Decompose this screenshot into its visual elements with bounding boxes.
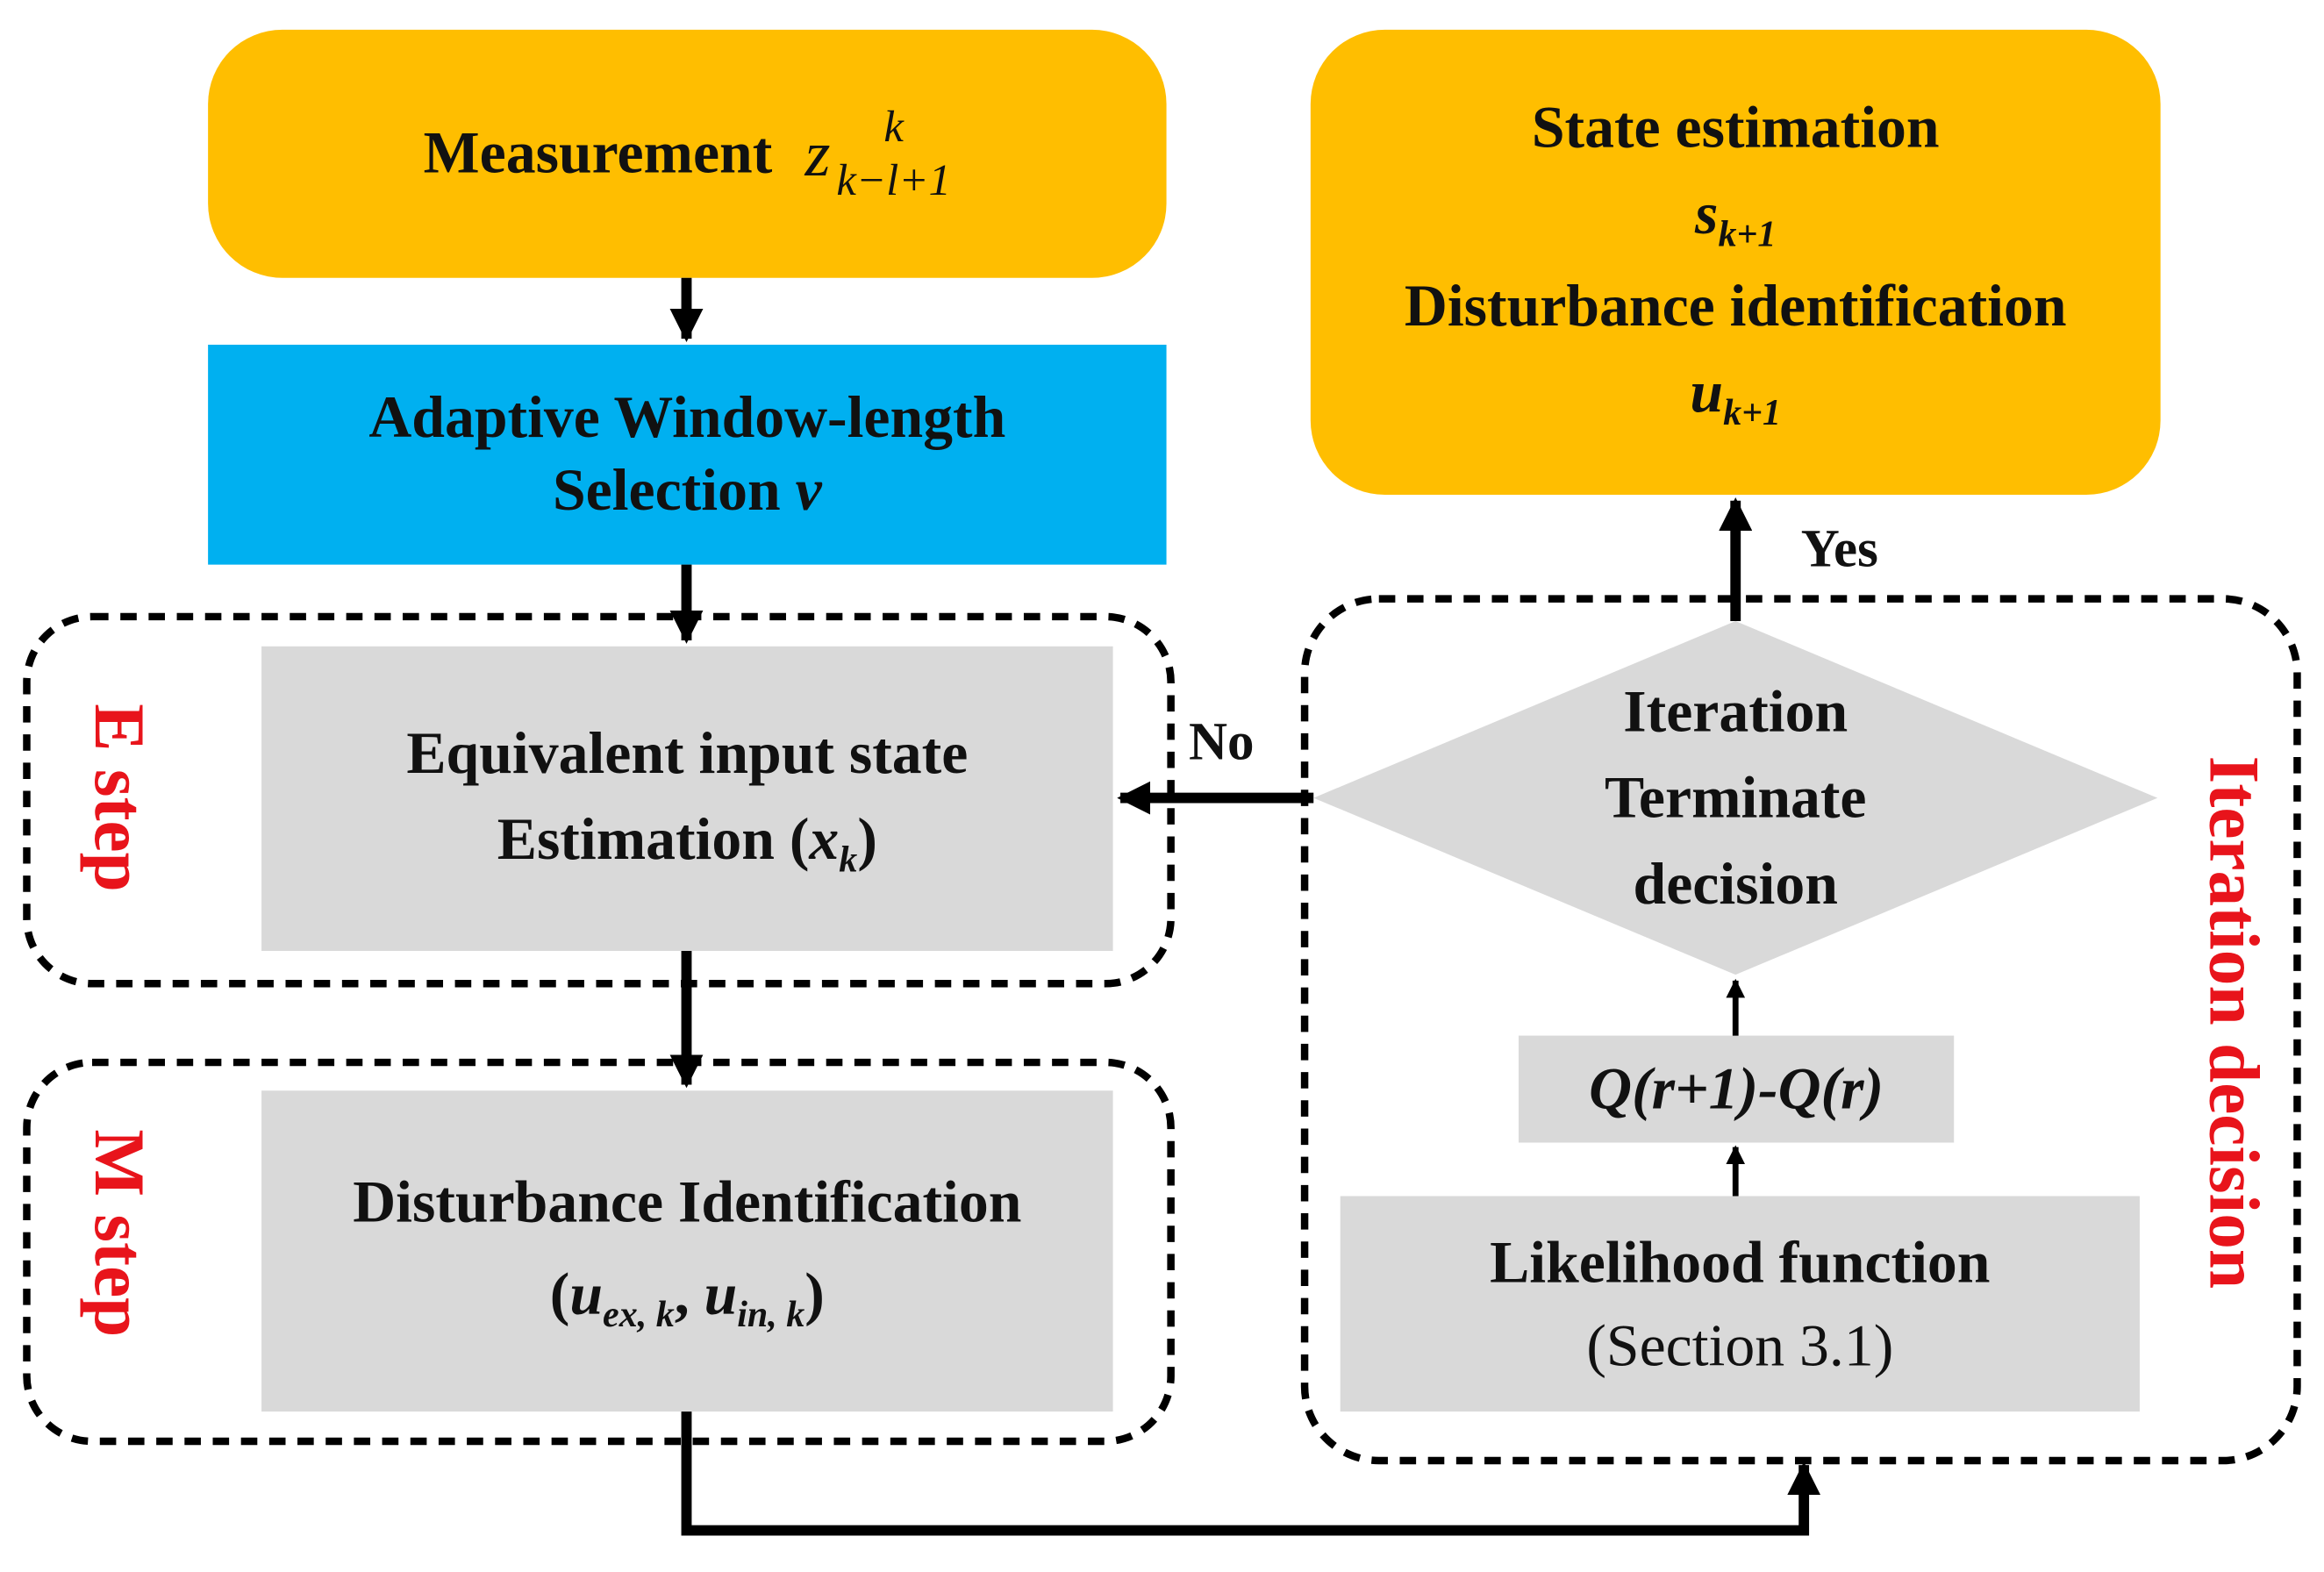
e-var: x bbox=[809, 804, 840, 872]
e-step-group-label: E step bbox=[79, 704, 159, 892]
output-line3: Disturbance identification bbox=[1404, 271, 2067, 339]
m-sep: , bbox=[674, 1261, 704, 1328]
m-var2-sub: in, k bbox=[737, 1296, 805, 1336]
e-var-sub: k bbox=[839, 840, 858, 881]
m-line2: (uex, k, uin, k) bbox=[550, 1249, 825, 1346]
m-step-group-label: M step bbox=[79, 1129, 159, 1338]
window-selection-box bbox=[208, 344, 1167, 565]
iteration-group-label: Iteration decision bbox=[2193, 755, 2273, 1290]
m-close: ) bbox=[804, 1261, 825, 1328]
window-line2-text: Selection bbox=[552, 455, 781, 524]
decision-line1: Iteration bbox=[1623, 677, 1848, 745]
window-line2: Selection v bbox=[553, 454, 822, 527]
m-var1: u bbox=[569, 1261, 604, 1328]
window-selection-label: Adaptive Window-length Selection v bbox=[208, 345, 1166, 565]
output-u-sub: k+1 bbox=[1723, 392, 1782, 433]
window-line1: Adaptive Window-length bbox=[368, 383, 1006, 451]
measurement-z: z bbox=[804, 117, 831, 190]
decision-line2: Terminate bbox=[1604, 763, 1867, 831]
m-open: ( bbox=[549, 1261, 570, 1328]
q-diff-box bbox=[1518, 1035, 1955, 1143]
likelihood-line1: Likelihood function bbox=[1490, 1227, 1991, 1296]
likelihood-box bbox=[1340, 1196, 2140, 1412]
no-edge-label: No bbox=[1188, 711, 1255, 772]
output-u-var: u bbox=[1690, 357, 1724, 425]
q-diff-text: Q(r+1)-Q(r) bbox=[1589, 1054, 1884, 1122]
e-line2-text: Estimation ( bbox=[497, 804, 810, 872]
arrow-m-step-to-iteration bbox=[681, 1411, 1821, 1536]
m-step-label: Disturbance Identification (uex, k, uin,… bbox=[261, 1090, 1112, 1411]
decision-line3: decision bbox=[1633, 849, 1838, 918]
e-close: ) bbox=[857, 804, 877, 872]
output-s-sub: k+1 bbox=[1718, 214, 1777, 255]
measurement-terminal bbox=[208, 29, 1167, 278]
e-step-box bbox=[261, 646, 1113, 952]
output-u: uk+1 bbox=[1690, 348, 1781, 439]
e-step-group-outline bbox=[23, 612, 1175, 988]
e-line1: Equivalent input state bbox=[406, 718, 969, 786]
measurement-text: Measurement bbox=[423, 118, 773, 186]
output-s: sk+1 bbox=[1695, 171, 1776, 262]
m-var1-sub: ex, k bbox=[603, 1296, 675, 1336]
m-var2: u bbox=[704, 1261, 738, 1328]
q-diff-label: Q(r+1)-Q(r) bbox=[1519, 1036, 1954, 1143]
measurement-sub: k−l+1 bbox=[836, 155, 951, 204]
iteration-group-outline bbox=[1300, 595, 2301, 1465]
measurement-sup: k bbox=[883, 102, 904, 151]
window-var: v bbox=[795, 455, 822, 524]
measurement-symbol: z k k−l+1 bbox=[805, 104, 951, 203]
e-line2: Estimation (xk) bbox=[497, 796, 877, 887]
measurement-label: Measurement z k k−l+1 bbox=[208, 30, 1166, 278]
output-s-var: s bbox=[1695, 179, 1719, 247]
decision-label: Iteration Terminate decision bbox=[1427, 666, 2045, 930]
output-terminal bbox=[1310, 29, 2161, 496]
m-line1: Disturbance Identification bbox=[353, 1168, 1022, 1236]
m-step-box bbox=[261, 1090, 1113, 1412]
output-line1: State estimation bbox=[1531, 93, 1940, 161]
e-step-label: Equivalent input state Estimation (xk) bbox=[261, 647, 1112, 951]
likelihood-line2: (Section 3.1) bbox=[1586, 1311, 1894, 1378]
output-label: State estimation sk+1 Disturbance identi… bbox=[1311, 30, 2161, 495]
likelihood-label: Likelihood function (Section 3.1) bbox=[1341, 1197, 2140, 1412]
yes-edge-label: Yes bbox=[1800, 518, 1878, 578]
